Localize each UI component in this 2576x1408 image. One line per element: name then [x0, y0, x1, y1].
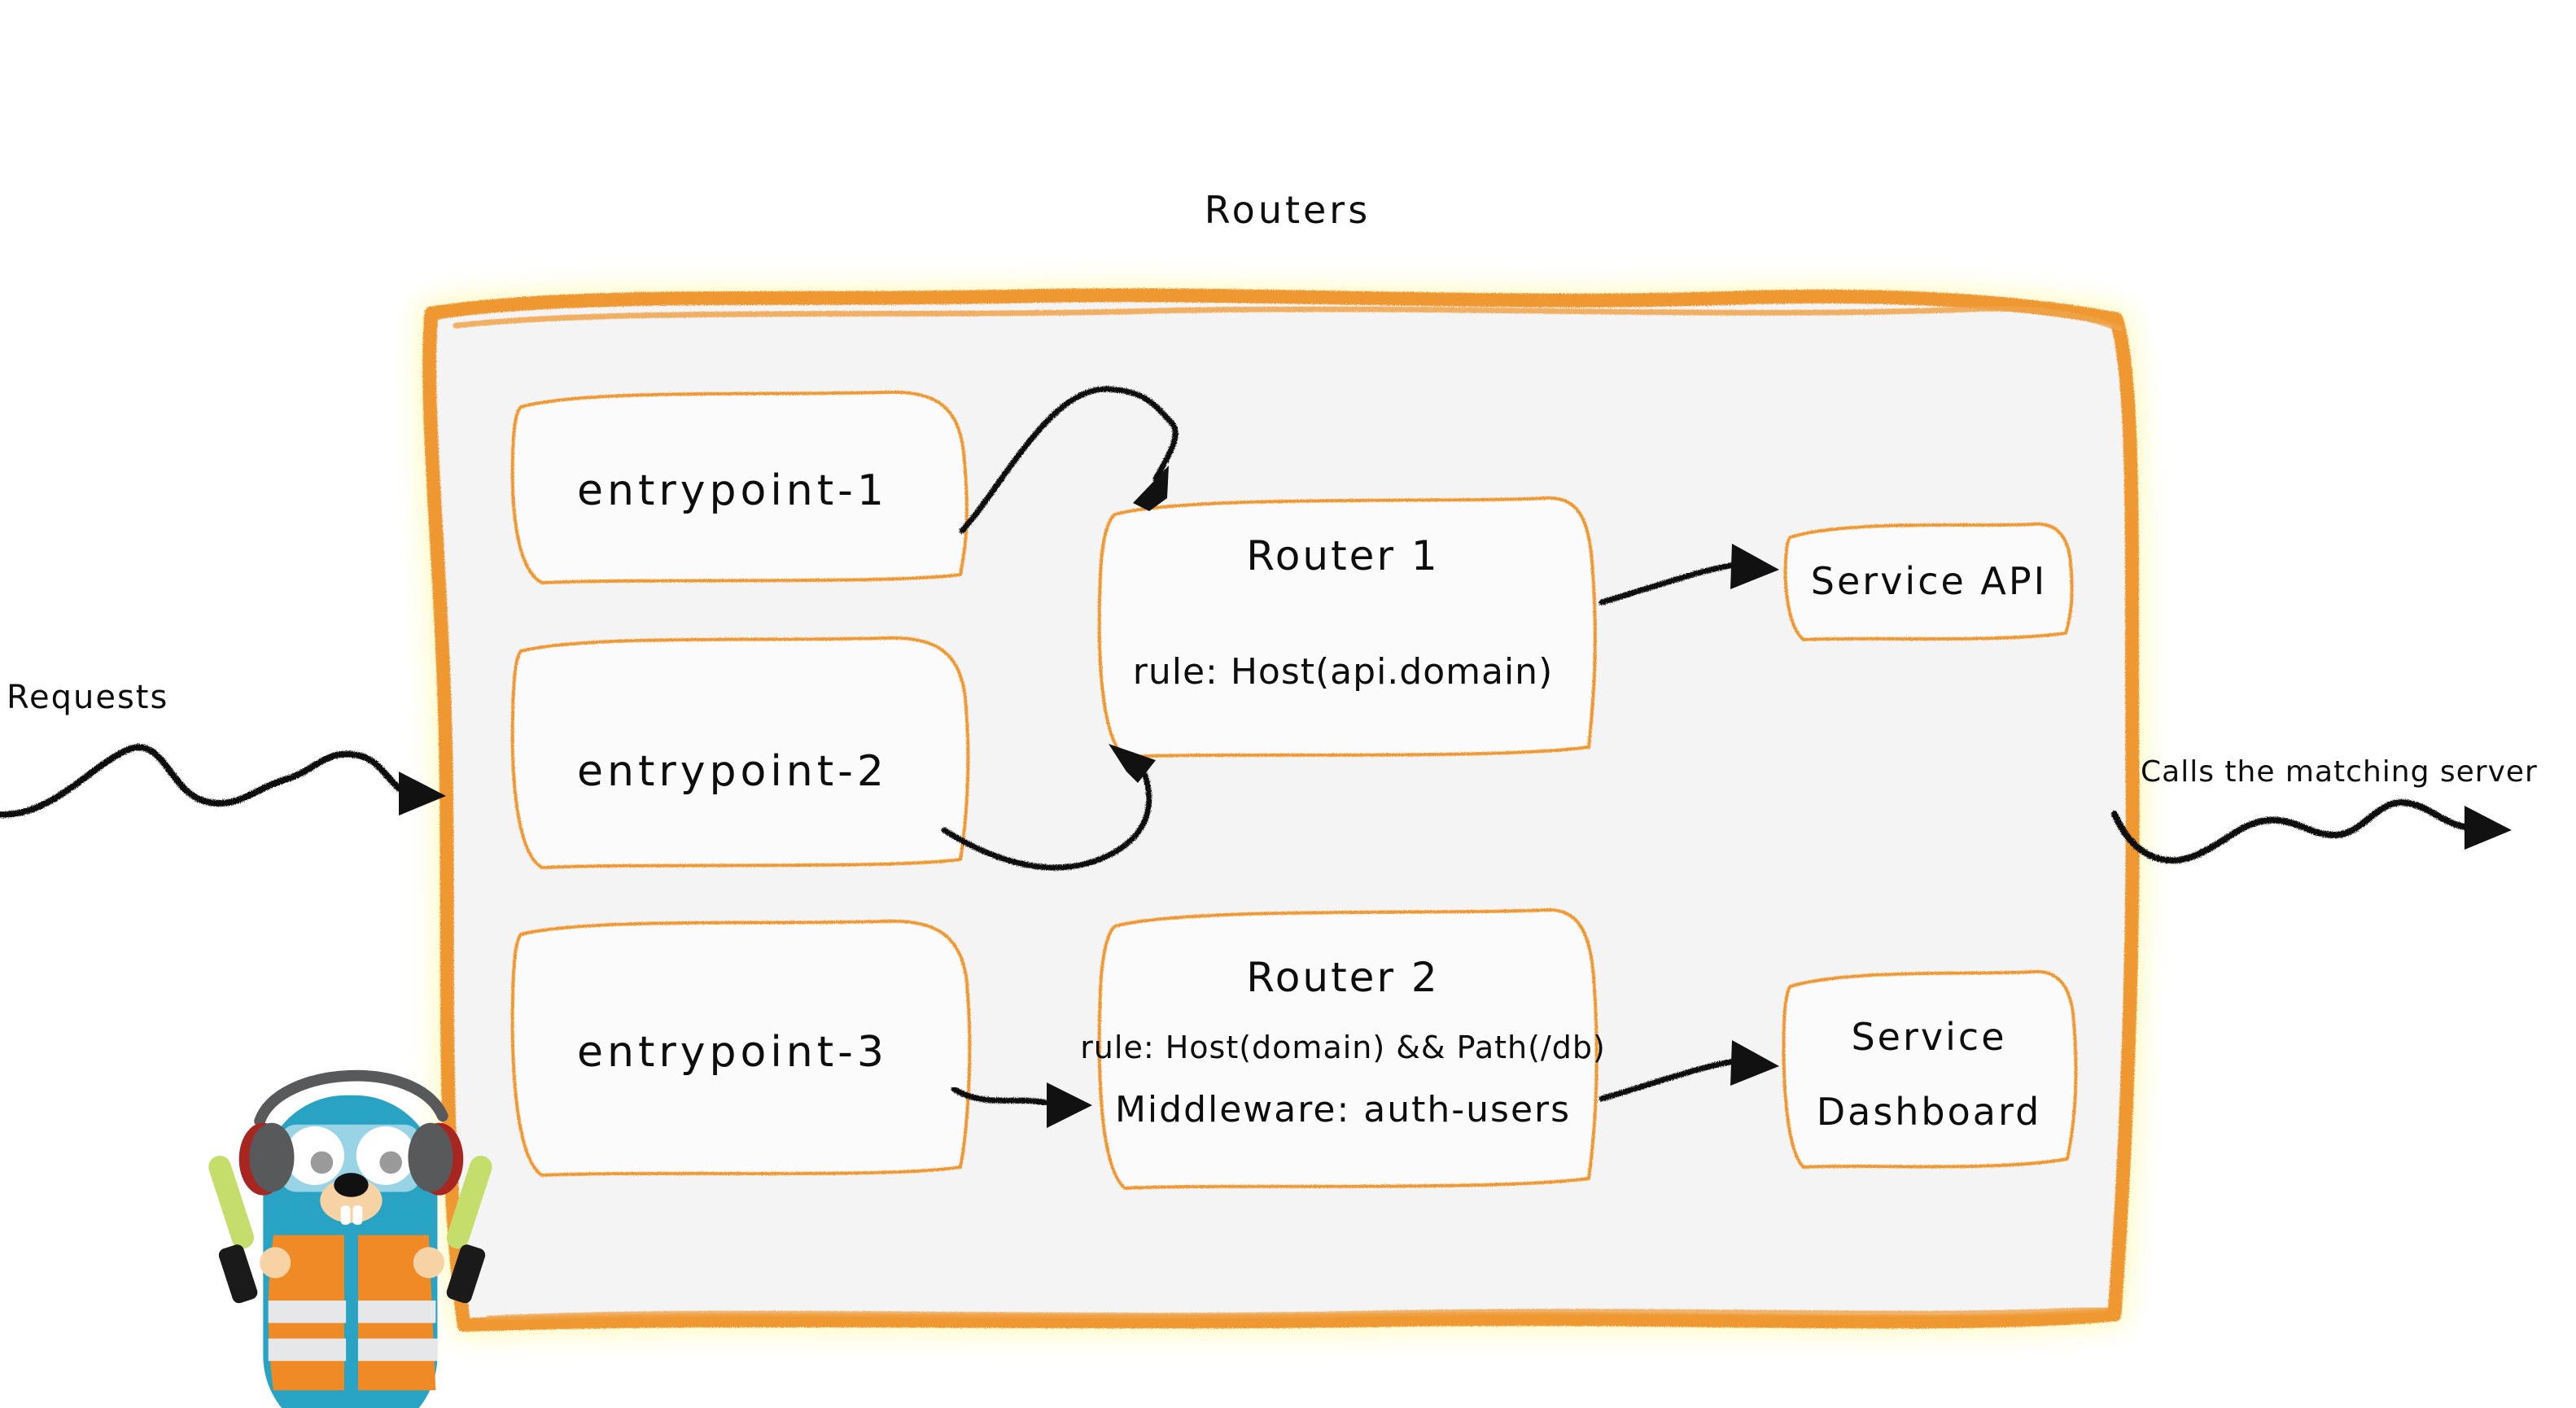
pupil-left — [310, 1151, 334, 1174]
hand-right-icon — [413, 1247, 444, 1279]
tooth-left-icon — [340, 1205, 351, 1225]
vest-gap-icon — [346, 1235, 358, 1393]
router-box-2-outline — [1097, 907, 1599, 1190]
router-box-2-title: Router 2 — [1246, 954, 1439, 1001]
ear-defender-right-icon — [408, 1122, 464, 1196]
arrow-head — [1730, 544, 1779, 589]
service-box-dashboard[interactable]: Service Dashboard — [1782, 969, 2078, 1169]
entrypoint-box-2[interactable]: entrypoint-2 — [510, 636, 970, 869]
entrypoint-box-3-label: entrypoint-3 — [577, 1028, 888, 1077]
arrow-requests-inbound — [0, 744, 446, 818]
arrow-head — [1133, 466, 1169, 511]
service-box-api-outline — [1783, 522, 2074, 641]
arrow-head — [1109, 744, 1156, 783]
traefik-logo: tr æ fik — [208, 1069, 492, 1408]
pupil-right — [379, 1151, 402, 1174]
arrow-path — [951, 1086, 1053, 1107]
wand-left-icon — [208, 1156, 258, 1304]
arrow-entrypoint1-to-router1 — [959, 386, 1179, 534]
arrow-head — [1047, 1082, 1092, 1128]
arrow-path — [1599, 562, 1738, 606]
arrow-entrypoint2-to-router1 — [941, 744, 1156, 871]
arrow-head — [399, 772, 446, 816]
entrypoint-box-1-label: entrypoint-1 — [577, 466, 888, 515]
entrypoint-box-3-outline — [510, 919, 972, 1177]
headphone-band-icon — [254, 1069, 448, 1127]
entrypoint-box-2-label: entrypoint-2 — [577, 747, 888, 796]
arrow-router2-to-service-dashboard — [1599, 1040, 1779, 1102]
entrypoint-box-1[interactable]: entrypoint-1 — [510, 390, 969, 584]
service-box-api-label: Service API — [1811, 559, 2047, 603]
tooth-right-icon — [352, 1205, 363, 1225]
router-box-1-outline — [1097, 496, 1597, 759]
arrow-head — [2464, 806, 2512, 850]
label-calls-matching-server: Calls the matching server — [2141, 755, 2538, 789]
router-box-2-rule: rule: Host(domain) && Path(/db) — [1080, 1030, 1606, 1065]
wand-right-icon — [446, 1156, 492, 1304]
router-box-2[interactable]: Router 2 rule: Host(domain) && Path(/db)… — [1080, 907, 1606, 1190]
router-box-1-rule: rule: Host(api.domain) — [1133, 651, 1553, 693]
page-title: Routers — [1205, 188, 1371, 232]
entrypoint-box-1-outline — [510, 390, 969, 584]
router-box-2-middleware: Middleware: auth-users — [1115, 1089, 1571, 1130]
arrow-entrypoint3-to-router2 — [951, 1082, 1092, 1128]
hand-left-icon — [260, 1247, 291, 1279]
arrow-router1-to-service-api — [1599, 544, 1779, 606]
service-box-api[interactable]: Service API — [1783, 522, 2074, 641]
routers-panel-border — [422, 288, 2140, 1332]
routers-panel-border-pass2 — [453, 305, 2123, 332]
arrow-path — [941, 770, 1152, 871]
arrow-calls-outbound — [2111, 798, 2512, 864]
nose-icon — [334, 1173, 369, 1197]
arrow-path — [959, 386, 1179, 534]
service-box-dashboard-line2: Dashboard — [1817, 1090, 2042, 1134]
router-box-1[interactable]: Router 1 rule: Host(api.domain) — [1097, 496, 1597, 759]
arrow-path — [1599, 1058, 1738, 1102]
arrow-path — [0, 744, 410, 818]
ear-defender-left-icon — [238, 1122, 295, 1196]
routers-panel-border-pass3 — [485, 1305, 2108, 1322]
label-requests: Requests — [7, 679, 168, 716]
entrypoint-box-2-outline — [510, 636, 970, 869]
service-box-dashboard-line1: Service — [1851, 1015, 2006, 1059]
arrow-head — [1730, 1040, 1779, 1086]
entrypoint-box-3[interactable]: entrypoint-3 — [510, 919, 972, 1177]
router-box-1-title: Router 1 — [1246, 532, 1439, 579]
arrow-path — [2111, 798, 2469, 864]
service-box-dashboard-outline — [1782, 969, 2078, 1169]
